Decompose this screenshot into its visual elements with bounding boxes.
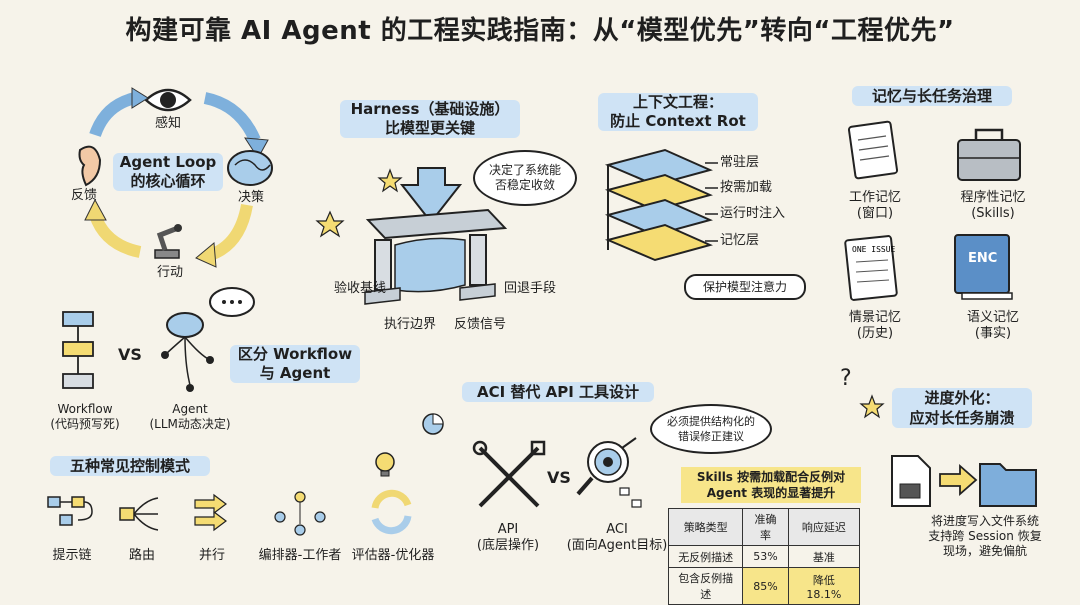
table-header-cell: 准确率 [742,508,789,546]
table-cell: 包含反例描述 [667,567,744,605]
table-header-cell: 策略类型 [667,508,744,546]
loop-feedback-label: 反馈 [70,188,97,203]
table-header-cell: 响应延迟 [787,508,861,546]
robot-arm-icon [154,224,182,259]
evaluator-optimizer-icon [371,489,412,535]
down-arrow-icon [399,167,463,224]
orchestrator-workers-icon [274,491,326,536]
loop-perceive-label: 感知 [154,116,181,131]
brain-icon [227,150,273,186]
table-cell: 53% [742,545,789,568]
table-cell: 无反例描述 [667,545,744,568]
aci-label: ACI (面向Agent目标) [566,522,668,553]
harness-boundary-label: 执行边界 [383,317,436,332]
agent-cloud-icon [161,312,214,392]
pattern-orchestrator-workers: 编排器-工作者 [258,548,342,563]
pillar-frame [364,208,508,305]
lightbulb-icon [375,452,395,477]
agent-loop-arrows [78,87,273,268]
prompt-chain-icon [47,496,93,526]
progress-heading: 进度外化： 应对长任务崩溃 [892,388,1032,428]
ear-icon [78,145,102,187]
star-icon [315,210,345,238]
skills-table-caption: Skills 按需加载配合反例对 Agent 表现的显著提升 [681,467,861,503]
patterns-icons [47,489,412,536]
progress-icons: ? [840,366,1037,507]
agent-label: Agent (LLM动态决定) [149,402,231,431]
memory-item-semantic: 语义记忆 (事实) [966,310,1019,341]
pattern-evaluator-optimizer: 评估器-优化器 [351,548,435,563]
eye-icon [144,88,192,112]
question-mark-icon: ? [840,366,852,391]
workflow-diagram [62,287,255,392]
table-header-row: 策略类型 准确率 响应延迟 [667,508,861,546]
workflow-vs-label: VS [118,345,142,364]
progress-note: 将进度写入文件系统 支持跨 Session 恢复 现场，避免偏航 [928,514,1042,558]
context-layer-2: 按需加载 [720,180,773,195]
memory-item-procedural: 程序性记忆 (Skills) [960,190,1026,221]
page-title: 构建可靠 AI Agent 的工程实践指南：从“模型优先”转向“工程优先” [125,16,955,46]
diary-icon [844,235,898,301]
aci-heading: ACI 替代 API 工具设计 [462,382,654,402]
table-cell: 降低 18.1% [787,567,861,605]
table-row: 无反例描述 53% 基准 [667,545,861,568]
memory-item-episodic: 情景记忆 (历史) [848,310,901,341]
target-magnifier-icon [576,437,642,508]
pattern-routing: 路由 [128,548,155,563]
routing-icon [119,497,159,531]
book-cover-text: ENC [968,251,997,266]
harness-feedback-label: 反馈信号 [453,317,506,332]
notebook-stack-icon [604,148,713,262]
book-icon [954,234,1013,300]
context-layer-4: 记忆层 [720,233,760,248]
loop-decide-label: 决策 [237,190,264,205]
aci-icons [375,413,642,508]
aci-bubble: 必须提供结构化的 错误修正建议 [650,404,772,454]
harness-structure [315,167,508,305]
pie-icon [422,413,444,435]
harness-rollback-label: 回退手段 [503,281,556,296]
svg-text:?: ? [840,366,852,391]
star-icon [859,394,885,419]
save-file-icon [891,455,931,507]
harness-bubble: 决定了系统能 否稳定收敛 [473,150,577,206]
table-cell: 基准 [787,545,861,568]
toolbox-icon [957,128,1021,181]
star-icon [377,168,403,193]
parallel-icon [194,493,227,532]
context-layer-1: 常驻层 [720,155,760,170]
diary-cover-text: ONE ISSUE [852,245,896,254]
memory-heading: 记忆与长任务治理 [852,86,1012,106]
crossed-tools-icon [472,440,546,508]
notepad-icon [847,120,899,180]
context-heading: 上下文工程： 防止 Context Rot [598,93,758,131]
skills-table: 策略类型 准确率 响应延迟 无反例描述 53% 基准 包含反例描述 85% 降低… [667,508,861,605]
aci-vs-label: VS [547,468,571,487]
harness-baseline-label: 验收基线 [333,281,386,296]
workflow-heading: 区分 Workflow 与 Agent [230,345,360,383]
harness-heading: Harness（基础设施） 比模型更关键 [340,100,520,138]
workflow-label: Workflow (代码预写死) [50,402,120,431]
right-arrow-icon [939,464,978,496]
context-layer-3: 运行时注入 [720,206,786,221]
table-row: 包含反例描述 85% 降低 18.1% [667,567,861,605]
workflow-flowchart-icon [62,311,94,389]
pattern-parallel: 并行 [198,548,225,563]
folder-icon [979,463,1037,507]
pattern-prompt-chain: 提示链 [52,548,92,563]
table-cell: 85% [742,567,789,605]
loop-act-label: 行动 [156,265,183,280]
patterns-heading: 五种常见控制模式 [50,456,210,476]
api-label: API (底层操作) [476,522,540,553]
memory-icons: ONE ISSUE ENC [844,120,1021,301]
context-stack [604,148,718,262]
context-note: 保护模型注意力 [684,274,806,300]
thought-cloud-icon [209,287,255,317]
loop-center-title: Agent Loop 的核心循环 [113,153,223,191]
memory-item-working: 工作记忆 (窗口) [848,190,901,221]
